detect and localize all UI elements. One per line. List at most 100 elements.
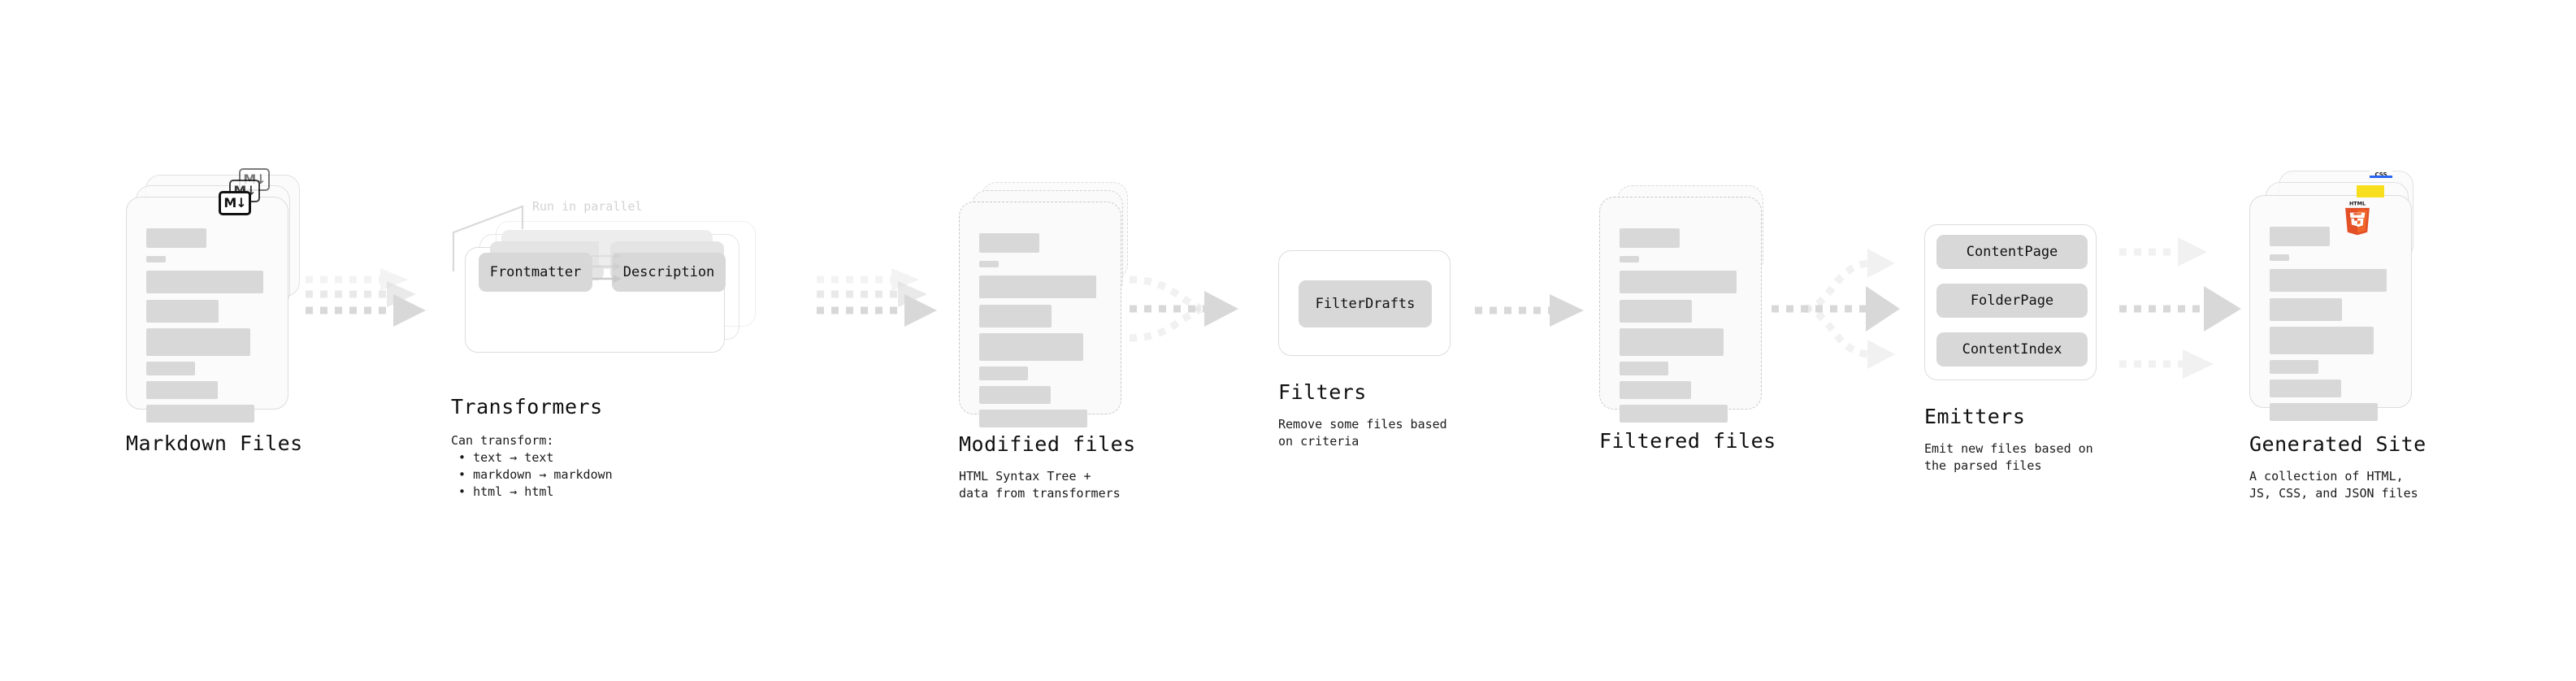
markdown-card-content bbox=[127, 197, 288, 423]
transformer-box-front: Frontmatter Description bbox=[465, 230, 726, 353]
placeholder-bar bbox=[979, 367, 1028, 380]
emitter-pill-folderpage[interactable]: FolderPage bbox=[1936, 284, 2088, 318]
emitter-pill-contentindex[interactable]: ContentIndex bbox=[1936, 332, 2088, 367]
annotation-run-in-parallel: Run in parallel bbox=[532, 199, 643, 214]
stage-subtitle-transformers: Can transform: • text → text • markdown … bbox=[451, 433, 613, 499]
connector-arrow bbox=[1475, 294, 1584, 327]
connector-arrows-fan-in bbox=[1129, 275, 1238, 342]
html5-wordmark: HTML bbox=[2349, 200, 2366, 206]
filters-box: FilterDrafts bbox=[1278, 250, 1451, 356]
stage-subtitle-filters: Remove some files based on criteria bbox=[1278, 417, 1447, 449]
stage-subtitle-generated-site: A collection of HTML, JS, CSS, and JSON … bbox=[2249, 469, 2418, 501]
placeholder-bar bbox=[2270, 327, 2374, 354]
generated-card-stack: CSS HTML bbox=[2249, 167, 2424, 421]
placeholder-bar bbox=[1620, 328, 1724, 356]
pill-label: Frontmatter bbox=[489, 264, 582, 280]
stage-title-filtered-files: Filtered files bbox=[1599, 429, 1776, 453]
stage-title-markdown-files: Markdown Files bbox=[126, 432, 303, 455]
html5-shield-icon: HTML bbox=[2345, 200, 2370, 236]
pill-label: Description bbox=[622, 264, 715, 280]
stage-title-transformers: Transformers bbox=[451, 395, 603, 419]
arrowhead-top bbox=[1867, 249, 1895, 278]
placeholder-bar bbox=[979, 410, 1087, 427]
stage-markdown-files: M↓ M↓ M↓ Markdown Files bbox=[126, 168, 302, 455]
arrowhead bbox=[1204, 291, 1238, 327]
transformer-pill-description[interactable]: Description bbox=[612, 253, 726, 292]
placeholder-bar bbox=[146, 381, 218, 399]
connector-filtered-to-emitters bbox=[1772, 244, 1934, 377]
placeholder-bar bbox=[146, 300, 219, 323]
emitter-pill-contentpage[interactable]: ContentPage bbox=[1936, 235, 2088, 269]
placeholder-bar bbox=[2270, 380, 2341, 397]
stage-filtered-files: Filtered files bbox=[1599, 185, 1776, 453]
placeholder-bar bbox=[1620, 300, 1692, 323]
modified-card-content bbox=[960, 202, 1121, 427]
connector-arrows bbox=[2119, 237, 2241, 379]
placeholder-bar bbox=[1620, 256, 1639, 262]
stage-modified-files: Modified files HTML Syntax Tree + data f… bbox=[959, 182, 1135, 501]
placeholder-bar bbox=[146, 228, 206, 248]
placeholder-bar bbox=[979, 386, 1051, 404]
placeholder-bar bbox=[979, 275, 1096, 298]
pill-label: FilterDrafts bbox=[1315, 296, 1416, 312]
placeholder-bar bbox=[146, 256, 166, 262]
connector-emitters-to-site bbox=[2119, 232, 2266, 390]
arrowhead-center bbox=[1866, 286, 1900, 332]
arrowhead bbox=[1550, 294, 1584, 327]
markdown-badge-letter: M bbox=[223, 195, 236, 210]
pill-label: FolderPage bbox=[1970, 293, 2054, 309]
placeholder-bar bbox=[979, 333, 1083, 361]
placeholder-bar bbox=[979, 305, 1052, 327]
markdown-card-front bbox=[126, 197, 288, 423]
placeholder-bar bbox=[146, 271, 263, 293]
connector-md-to-transformers bbox=[306, 268, 436, 353]
stage-title-filters: Filters bbox=[1278, 380, 1367, 404]
placeholder-bar bbox=[1620, 381, 1691, 399]
placeholder-bar bbox=[979, 261, 999, 267]
arrowhead-bottom bbox=[1867, 340, 1895, 369]
pill-label: ContentPage bbox=[1966, 244, 2058, 260]
placeholder-bar bbox=[2270, 269, 2387, 292]
markdown-card-stack: M↓ M↓ M↓ bbox=[126, 168, 301, 423]
connector-filters-to-filtered bbox=[1475, 289, 1597, 341]
filter-pill-filterdrafts[interactable]: FilterDrafts bbox=[1299, 280, 1432, 327]
placeholder-bar bbox=[146, 362, 195, 375]
connector-arrows bbox=[817, 268, 937, 327]
filtered-card-content bbox=[1600, 197, 1761, 423]
connector-modified-to-filters bbox=[1129, 268, 1276, 361]
css-badge: CSS bbox=[2370, 167, 2392, 178]
generated-card-front bbox=[2249, 195, 2412, 421]
placeholder-bar bbox=[2270, 298, 2342, 321]
connector-arrows-fan-out bbox=[1772, 249, 1900, 369]
css-badge-label: CSS bbox=[2374, 171, 2387, 178]
filtered-card-stack bbox=[1599, 185, 1774, 423]
html5-badge: HTML bbox=[2342, 200, 2373, 236]
stage-title-modified-files: Modified files bbox=[959, 432, 1136, 456]
placeholder-bar bbox=[979, 233, 1039, 253]
placeholder-bar bbox=[1620, 362, 1668, 375]
generated-card-content bbox=[2250, 196, 2411, 421]
placeholder-bar bbox=[146, 328, 250, 356]
placeholder-bar bbox=[1620, 405, 1728, 423]
markdown-badge-front: M↓ bbox=[219, 191, 251, 215]
placeholder-bar bbox=[1620, 228, 1680, 248]
placeholder-bar bbox=[146, 405, 254, 423]
transformer-pill-frontmatter[interactable]: Frontmatter bbox=[479, 253, 592, 292]
modified-card-stack bbox=[959, 182, 1134, 427]
stage-title-generated-site: Generated Site bbox=[2249, 432, 2426, 456]
placeholder-bar bbox=[2270, 403, 2378, 421]
emitters-box: ContentPage FolderPage ContentIndex bbox=[1924, 224, 2097, 380]
pill-label: ContentIndex bbox=[1962, 341, 2062, 358]
placeholder-bar bbox=[2270, 227, 2330, 246]
placeholder-bar bbox=[2270, 254, 2289, 261]
js-badge bbox=[2357, 185, 2384, 197]
modified-card-front bbox=[959, 202, 1121, 427]
stage-subtitle-emitters: Emit new files based on the parsed files bbox=[1924, 441, 2093, 473]
connector-transformers-to-modified bbox=[817, 268, 947, 353]
stage-subtitle-modified-files: HTML Syntax Tree + data from transformer… bbox=[959, 469, 1121, 501]
stage-title-emitters: Emitters bbox=[1924, 405, 2026, 428]
placeholder-bar bbox=[2270, 360, 2318, 374]
stage-generated-site: CSS HTML Generated Site A collection of … bbox=[2249, 167, 2426, 501]
filtered-card-front bbox=[1599, 197, 1762, 423]
